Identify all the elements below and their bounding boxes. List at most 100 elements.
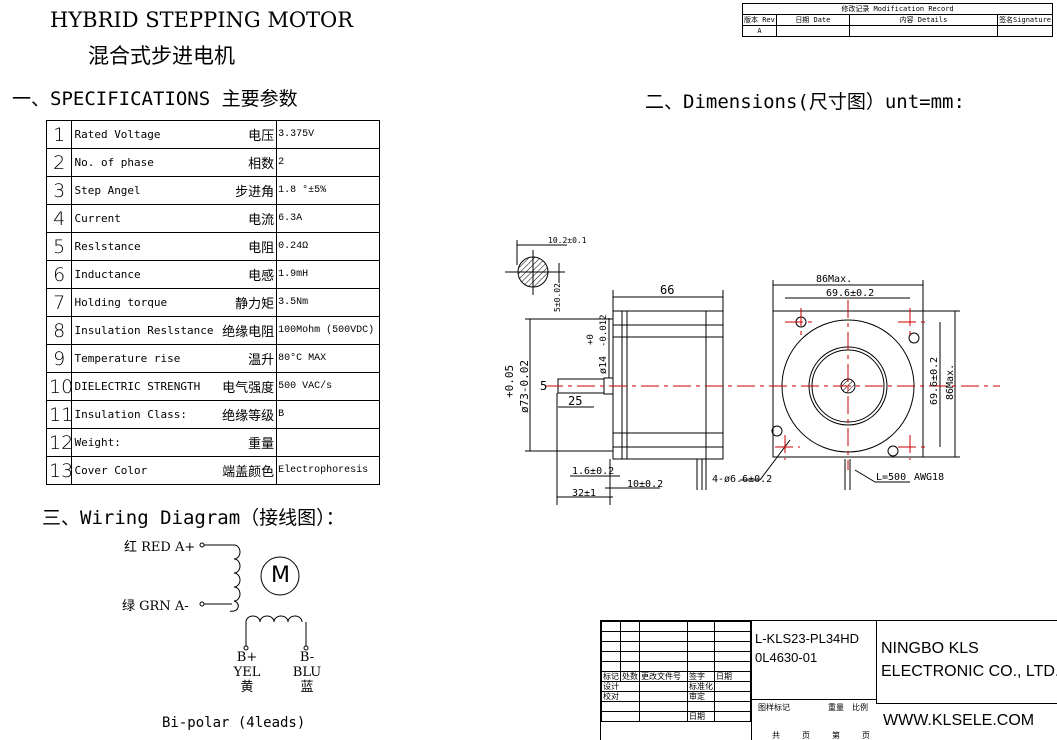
spec-value: 2 [276,148,380,177]
mod-cell [997,25,1053,37]
spec-value: B [276,400,380,429]
spec-label-en: Inductance [74,268,141,281]
website: WWW.KLSELE.COM [883,712,1035,729]
spec-label-en: Weight: [74,436,121,449]
drawing-number: 0L4630-01 [755,650,818,665]
dim-boss-tol: +0.05 [503,365,516,398]
sign-label: 标准化 [687,681,715,692]
spec-label-zh: 静力矩 [235,297,275,312]
mark-cells: 图样标记 重量 比例 共 页 第 页 [751,699,877,740]
dim-d3: 32±1 [572,488,596,499]
spec-label-en: Reslstance [74,240,141,253]
mark-label: 图样标记 [758,703,790,712]
sign-label: 审定 [687,691,715,702]
wire-a-plus: 红 RED A+ [124,540,196,555]
spec-label: Reslstance 电阻 [71,232,278,261]
spec-number: 11 [45,400,73,429]
sheet-label: 页 [862,731,870,740]
scale-label: 比例 [852,703,868,712]
spec-label-en: Insulation Reslstance [74,324,214,337]
spec-label-zh: 电气强度 [222,381,275,396]
spec-number: 2 [45,148,73,177]
spec-value: Electrophoresis [276,456,380,485]
dim-shaft-d: ø14 [598,356,609,374]
dim-height-max: 86Max. [945,364,956,400]
mod-cell [848,25,999,37]
dim-shaft-tol-top: +0 [586,334,596,345]
company-line-2: ELECTRONIC CO., LTD. [881,663,1057,680]
revision-grid: 标记处数更改文件号签字日期 设计标准化 校对审定 日期 [601,621,751,722]
sign-label: 校对 [601,691,640,702]
b-plus-zh: 黄 [240,680,254,695]
dim-d2: 10±0.2 [627,479,663,490]
spec-label-zh: 电压 [248,129,275,144]
section-wiring: 三、Wiring Diagram（接线图）： [42,507,345,529]
spec-number: 7 [45,288,73,317]
dim-lead-length: L=500 [876,472,906,483]
motor-label: M [271,563,290,588]
spec-value: 100Mohm (500VDC) [276,316,380,345]
spec-value: 0.24Ω [276,232,380,261]
spec-label-zh: 重量 [248,437,275,452]
dim-key-width: 10.2±0.1 [548,236,587,245]
spec-number: 5 [45,232,73,261]
motor-icon [260,556,300,596]
sign-label: 设计 [601,681,640,692]
dim-awg: AWG18 [914,472,944,483]
dim-shaft-tol-bottom: -0.012 [599,314,609,347]
company-line-1: NINGBO KLS [881,640,979,657]
spec-label-zh: 电感 [248,269,275,284]
rev-header: 日期 [714,671,751,682]
spec-label: Cover Color 端盖颜色 [71,456,278,485]
spec-label-zh: 绝缘电阻 [222,325,275,340]
spec-label-en: No. of phase [74,156,154,169]
spec-label-zh: 电阻 [248,241,275,256]
spec-label-zh: 步进角 [235,185,275,200]
spec-value: 80°C MAX [276,344,380,373]
spec-label-zh: 温升 [248,353,275,368]
rev-header: 处数 [620,671,640,682]
spec-number: 10 [45,372,73,401]
spec-label: Temperature rise 温升 [71,344,278,373]
sheet-label: 共 [772,731,780,740]
dim-pitch: 69.6±0.2 [826,288,874,299]
b-plus-label: B+ [236,650,258,665]
spec-label-zh: 端盖颜色 [222,465,275,480]
spec-label-en: Cover Color [74,464,148,477]
spec-label-en: Rated Voltage [74,128,161,141]
section-dimensions: 二、Dimensions(尺寸图）unt=mm: [645,91,965,113]
dim-width-max: 86Max. [816,274,852,285]
spec-label-zh: 绝缘等级 [222,409,275,424]
b-plus-color: YEL [233,665,261,680]
sign-label: 日期 [687,711,715,722]
spec-label: Insulation Class: 绝缘等级 [71,400,278,429]
divider [751,621,752,699]
spec-label-en: Insulation Class: [74,408,188,421]
dim-height-pitch: 69.6±0.2 [929,357,940,405]
rev-header: 更改文件号 [639,671,688,682]
company-name: NINGBO KLS ELECTRONIC CO., LTD. [876,621,1057,704]
title-en: HYBRID STEPPING MOTOR [50,8,354,32]
shaft-section-icon [505,240,567,295]
spec-label-en: Temperature rise [74,352,181,365]
spec-number: 13 [45,456,73,485]
spec-value: 3.375V [276,120,380,149]
dim-holes: 4-ø6.6±0.2 [712,474,772,485]
spec-number: 12 [45,428,73,457]
spec-number: 3 [45,176,73,205]
weight-label: 重量 [828,703,844,712]
spec-value: 500 VAC/s [276,372,380,401]
